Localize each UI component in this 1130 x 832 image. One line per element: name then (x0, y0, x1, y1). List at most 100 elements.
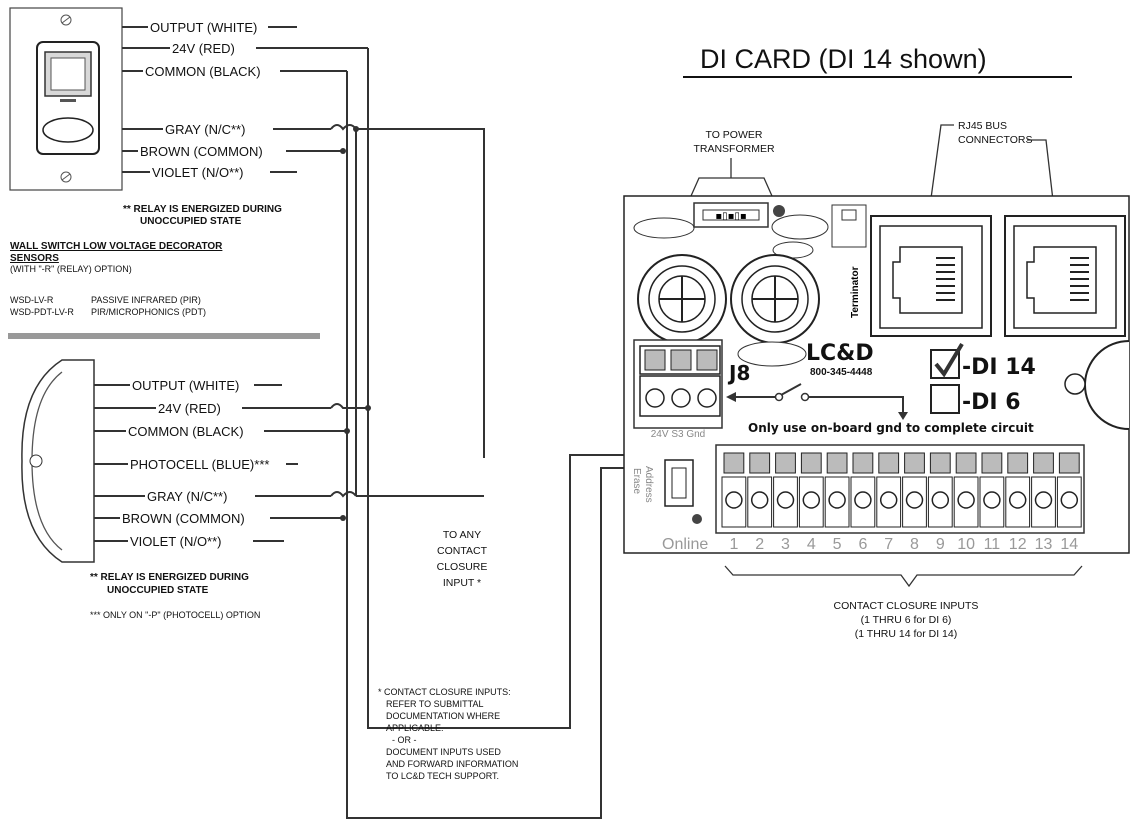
input-number-8: 8 (910, 536, 919, 553)
online-label: Online (662, 536, 708, 553)
board-top-components: ▪▯▪▯▪ Terminator (633, 202, 867, 367)
address-erase-button: Address Erase (631, 459, 702, 524)
footnote-line6: DOCUMENT INPUTS USED (386, 747, 501, 757)
sensor1-note-line2: UNOCCUPIED STATE (140, 216, 242, 227)
footnote-line2: REFER TO SUBMITTAL (386, 699, 484, 709)
erase-label: Erase (631, 468, 642, 495)
input-terminal-13 (1031, 452, 1056, 528)
input-terminal-8 (902, 452, 927, 528)
sensor1-model1-desc: PASSIVE INFRARED (PIR) (91, 295, 201, 305)
sensor2-wire-gray: GRAY (N/C**) (147, 489, 227, 504)
input-number-14: 14 (1060, 536, 1078, 553)
ground-note: Only use on-board gnd to complete circui… (748, 421, 1034, 435)
input-number-4: 4 (807, 536, 816, 553)
sensor1-model1-code: WSD-LV-R (10, 295, 54, 305)
sensor1-wire-gray: GRAY (N/C**) (165, 122, 245, 137)
rj45-connector-1 (870, 215, 992, 337)
input-terminal-1 (721, 452, 747, 528)
footnote-line4: APPLICABLE. (386, 723, 444, 733)
sensor2-note-photocell: *** ONLY ON "-P" (PHOTOCELL) OPTION (90, 610, 260, 620)
contact-line2: CONTACT (437, 545, 488, 557)
di6-label: -DI 6 (962, 390, 1021, 415)
sensor1-notes: ** RELAY IS ENERGIZED DURING UNOCCUPIED … (8, 204, 320, 339)
rj45-label-line1: RJ45 BUS (958, 120, 1007, 132)
sensor1-note-line1: ** RELAY IS ENERGIZED DURING (123, 204, 282, 215)
input-number-7: 7 (884, 536, 893, 553)
inputs-label-line3: (1 THRU 14 for DI 14) (855, 628, 958, 640)
sensor1-wire-24v: 24V (RED) (172, 41, 235, 56)
di14-selected: -DI 14 (930, 342, 1036, 380)
wall-mount-sensor (21, 359, 95, 563)
sensor2-wire-common: COMMON (BLACK) (128, 424, 244, 439)
sensor1-model2-code: WSD-PDT-LV-R (10, 307, 74, 317)
footnote-line3: DOCUMENTATION WHERE (386, 711, 500, 721)
sensor1-heading-line1: WALL SWITCH LOW VOLTAGE DECORATOR (10, 241, 223, 252)
section-divider (8, 333, 320, 339)
sensor1-option-note: (WITH "-R" (RELAY) OPTION) (10, 264, 132, 274)
footnote-line7: AND FORWARD INFORMATION (386, 759, 518, 769)
input-terminal-7 (876, 452, 902, 528)
power-label-line1: TO POWER (706, 129, 763, 141)
sensor1-wire-brown: BROWN (COMMON) (140, 144, 263, 159)
sensor1-wire-labels: OUTPUT (WHITE) 24V (RED) COMMON (BLACK) … (122, 20, 368, 180)
input-terminal-2 (747, 452, 773, 528)
input-terminal-9 (927, 452, 953, 528)
input-number-9: 9 (936, 536, 945, 553)
sensor1-heading-line2: SENSORS (10, 253, 59, 264)
input-terminal-10 (953, 452, 979, 528)
power-transformer-label: TO POWER TRANSFORMER (690, 129, 775, 197)
wall-switch-sensor (9, 7, 123, 191)
sensor2-wire-24v: 24V (RED) (158, 401, 221, 416)
sensor2-wire-photocell: PHOTOCELL (BLUE)*** (130, 457, 269, 472)
sensor1-wire-common: COMMON (BLACK) (145, 64, 261, 79)
inputs-label-line2: (1 THRU 6 for DI 6) (861, 614, 952, 626)
brand-logo: LC&D (806, 341, 874, 366)
input-number-3: 3 (781, 536, 790, 553)
input-number-13: 13 (1035, 536, 1053, 553)
input-terminal-6 (850, 452, 876, 528)
input-number-1: 1 (729, 536, 738, 553)
sensor2-wire-brown: BROWN (COMMON) (122, 511, 245, 526)
sensor2-wire-labels: OUTPUT (WHITE) 24V (RED) COMMON (BLACK) … (94, 378, 347, 549)
terminator-label: Terminator (850, 266, 861, 318)
di6-unselected: -DI 6 (930, 384, 1021, 415)
inputs-label-line1: CONTACT CLOSURE INPUTS (834, 600, 979, 612)
contact-line1: TO ANY (443, 529, 481, 541)
switch-symbol (726, 383, 908, 420)
input-number-5: 5 (833, 536, 842, 553)
input-terminal-5 (824, 452, 850, 528)
sensor2-notes: ** RELAY IS ENERGIZED DURING UNOCCUPIED … (90, 572, 260, 620)
footnote-line8: TO LC&D TECH SUPPORT. (386, 771, 499, 781)
sensor2-wire-violet: VIOLET (N/O**) (130, 534, 222, 549)
contact-line3: CLOSURE (437, 561, 488, 573)
sensor2-note-line1: ** RELAY IS ENERGIZED DURING (90, 572, 249, 583)
input-number-10: 10 (957, 536, 975, 553)
contact-closure-label: TO ANY CONTACT CLOSURE INPUT * (437, 529, 488, 589)
contact-footnote: * CONTACT CLOSURE INPUTS: REFER TO SUBMI… (378, 687, 518, 781)
contact-inputs-label: CONTACT CLOSURE INPUTS (1 THRU 6 for DI … (724, 565, 1083, 640)
input-number-2: 2 (755, 536, 764, 553)
rj45-label-line2: CONNECTORS (958, 134, 1032, 146)
buzzer (1064, 340, 1130, 430)
input-terminal-11 (979, 452, 1005, 528)
input-terminal-3 (773, 452, 798, 528)
sensor1-wire-violet: VIOLET (N/O**) (152, 165, 244, 180)
di14-label: -DI 14 (962, 355, 1036, 380)
power-label-line2: TRANSFORMER (693, 143, 775, 155)
footnote-line5: - OR - (392, 735, 417, 745)
footnote-line1: * CONTACT CLOSURE INPUTS: (378, 687, 511, 697)
input-terminal-4 (798, 452, 824, 528)
input-number-12: 12 (1009, 536, 1027, 553)
j8-pin-labels: 24V S3 Gnd (651, 429, 705, 440)
sensor1-wire-output: OUTPUT (WHITE) (150, 20, 257, 35)
input-terminal-12 (1005, 452, 1031, 528)
brand-phone: 800-345-4448 (810, 367, 873, 378)
input-number-11: 11 (984, 536, 1001, 553)
contact-line4: INPUT * (443, 577, 481, 589)
svg-text:▪▯▪▯▪: ▪▯▪▯▪ (715, 211, 746, 222)
sensor2-note-line2: UNOCCUPIED STATE (107, 585, 209, 596)
input-terminal-14 (1056, 452, 1082, 528)
address-label: Address (643, 466, 654, 503)
